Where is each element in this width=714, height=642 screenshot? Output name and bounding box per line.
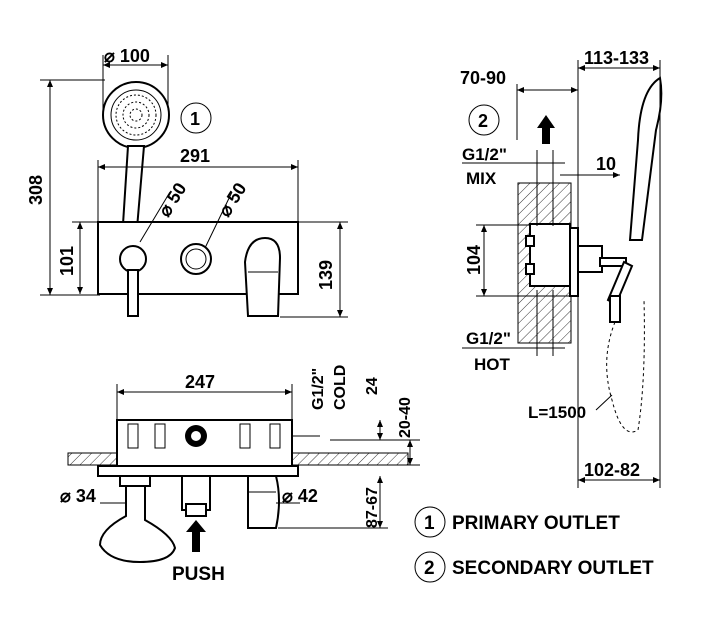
flange: [97, 465, 299, 477]
hot-label: G1/2": [466, 329, 511, 348]
dia-right: ⌀ 42: [282, 486, 318, 506]
legend-1-text: PRIMARY OUTLET: [452, 513, 620, 534]
dim-104: 104: [464, 245, 484, 275]
hose-length: L=1500: [528, 403, 586, 422]
width-plate: 291: [180, 146, 210, 166]
top-view: PUSH 247 G1/2" COLD 24 20-40 87-67 ⌀ 34 …: [60, 365, 420, 585]
height-spout: 139: [316, 260, 336, 290]
spout-top: [247, 475, 280, 529]
holder-stem: [127, 269, 139, 317]
dia-left: ⌀ 34: [60, 486, 96, 506]
dim-70-90: 70-90: [460, 68, 506, 88]
dia-handshower: ⌀ 100: [104, 46, 150, 66]
dim-87-67: 87-67: [364, 487, 381, 528]
legend-2-circle: [414, 551, 446, 583]
height-total: 308: [26, 175, 46, 205]
legend: 1 PRIMARY OUTLET 2 SECONDARY OUTLET: [414, 506, 654, 583]
holder-ring: [119, 245, 147, 273]
legend-2-text: SECONDARY OUTLET: [452, 558, 654, 579]
valve-side: [529, 223, 571, 287]
dia-knob-b: ⌀ 50: [214, 179, 250, 220]
mix-sub: MIX: [466, 169, 497, 188]
push-label: PUSH: [172, 564, 225, 585]
valve-body: [116, 419, 293, 467]
marker-2-circle: [468, 104, 500, 136]
dim-bottom: 102-82: [584, 460, 640, 480]
width-body: 247: [185, 372, 215, 392]
inlet-sub: COLD: [332, 365, 349, 410]
spout: [243, 236, 282, 317]
up-arrow-icon: [537, 115, 555, 144]
handshower-head: [102, 81, 170, 149]
mix-label: G1/2": [462, 145, 507, 164]
push-arrow-icon: [186, 520, 206, 552]
knob-a: [180, 243, 212, 275]
inlet-label: G1/2": [310, 368, 327, 410]
marker-1: 1: [190, 109, 200, 129]
hot-sub: HOT: [474, 355, 511, 374]
handshower-top: [98, 485, 177, 564]
legend-1-circle: [414, 506, 446, 538]
marker-2: 2: [478, 111, 488, 131]
dim-20-40: 20-40: [397, 397, 414, 438]
handshower-side: [628, 76, 663, 241]
side-view: 113-133 70-90 2 G1/2" MIX 10 104 G1/2" H…: [460, 48, 663, 488]
dim-24: 24: [364, 377, 381, 395]
marker-1-circle: [180, 102, 212, 134]
plate-side: [569, 227, 579, 297]
height-plate: 101: [57, 246, 77, 276]
dim-top-right: 113-133: [584, 48, 649, 68]
legend-1-num: 1: [424, 513, 435, 534]
dim-10: 10: [596, 154, 616, 174]
legend-2-num: 2: [424, 558, 435, 579]
front-view: ⌀ 100 308 291 101 ⌀ 50 ⌀ 50 139 1: [26, 46, 348, 318]
dia-knob-a: ⌀ 50: [154, 179, 190, 220]
